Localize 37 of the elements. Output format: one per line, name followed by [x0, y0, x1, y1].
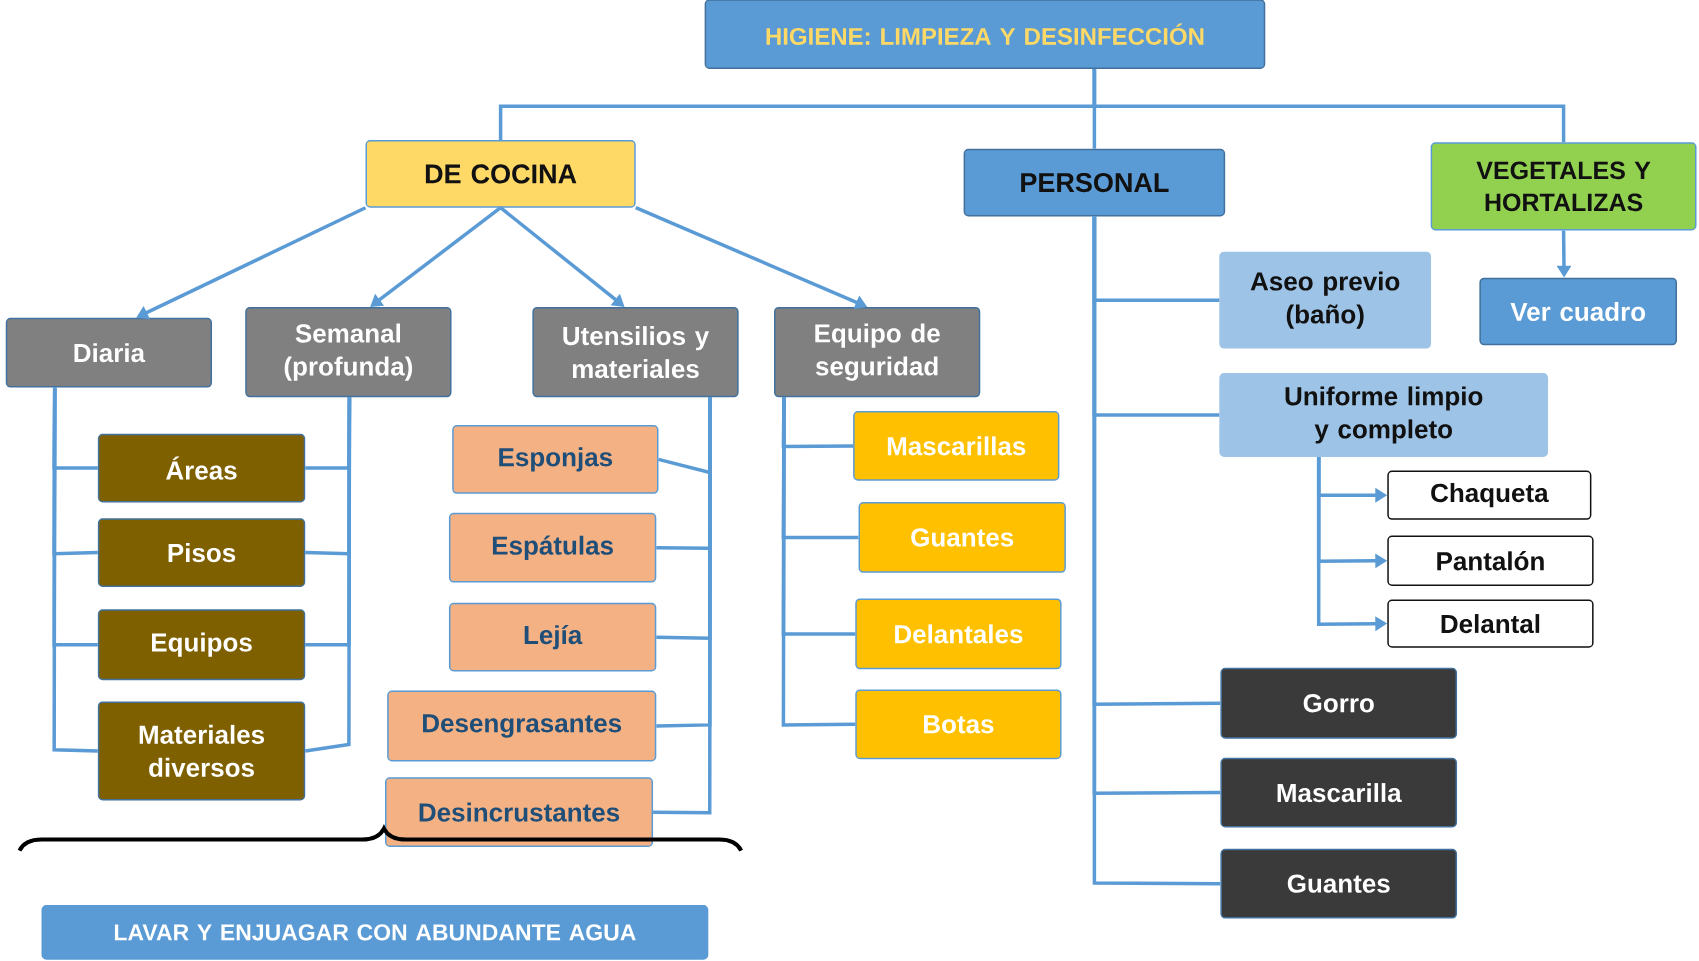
item-box: Equipos	[97, 609, 306, 681]
arrow	[370, 206, 502, 307]
item-box: Esponjas	[452, 425, 659, 494]
item-box: Materiales diversos	[97, 701, 306, 801]
item-box: Uniforme limpio y completo	[1219, 373, 1549, 457]
item-box: Gorro	[1220, 667, 1458, 739]
item-box: Semanal (profunda)	[245, 307, 452, 398]
item-box: Pantalón	[1387, 535, 1594, 586]
connector-line	[304, 397, 352, 753]
item-box: Utensilios y materiales	[532, 307, 739, 398]
item-box: Botas	[855, 689, 1062, 760]
item-box: Ver cuadro	[1479, 277, 1677, 346]
item-box: Diaria	[5, 317, 213, 388]
item-box: Delantales	[855, 598, 1062, 670]
item-box: Guantes	[858, 502, 1066, 573]
item-box: Equipo de seguridad	[774, 307, 981, 398]
note-box: LAVAR Y ENJUAGAR CON ABUNDANTE AGUA	[41, 905, 709, 960]
category-box: VEGETALES Y HORTALIZAS	[1430, 142, 1697, 231]
item-box: Aseo previo (baño)	[1219, 251, 1432, 349]
item-box: Mascarillas	[853, 411, 1060, 481]
item-box: Guantes	[1220, 848, 1458, 919]
item-box: Lejía	[448, 602, 657, 672]
item-box: Espátulas	[448, 512, 657, 583]
connector-line	[52, 387, 98, 753]
item-box: Desengrasantes	[387, 690, 657, 762]
item-box: Áreas	[97, 433, 306, 503]
item-box: Pisos	[97, 518, 306, 587]
category-box: DE COCINA	[365, 140, 636, 208]
heading-box: HIGIENE: LIMPIEZA Y DESINFECCIÓN	[704, 0, 1266, 69]
connector-line	[781, 397, 856, 727]
item-box: Mascarilla	[1220, 757, 1458, 828]
connector-line	[653, 397, 712, 815]
item-box: Delantal	[1387, 599, 1594, 648]
item-box: Desincrustantes	[385, 777, 654, 847]
connector-line	[1092, 69, 1566, 143]
category-box: PERSONAL	[963, 148, 1226, 217]
item-box: Chaqueta	[1387, 470, 1592, 520]
